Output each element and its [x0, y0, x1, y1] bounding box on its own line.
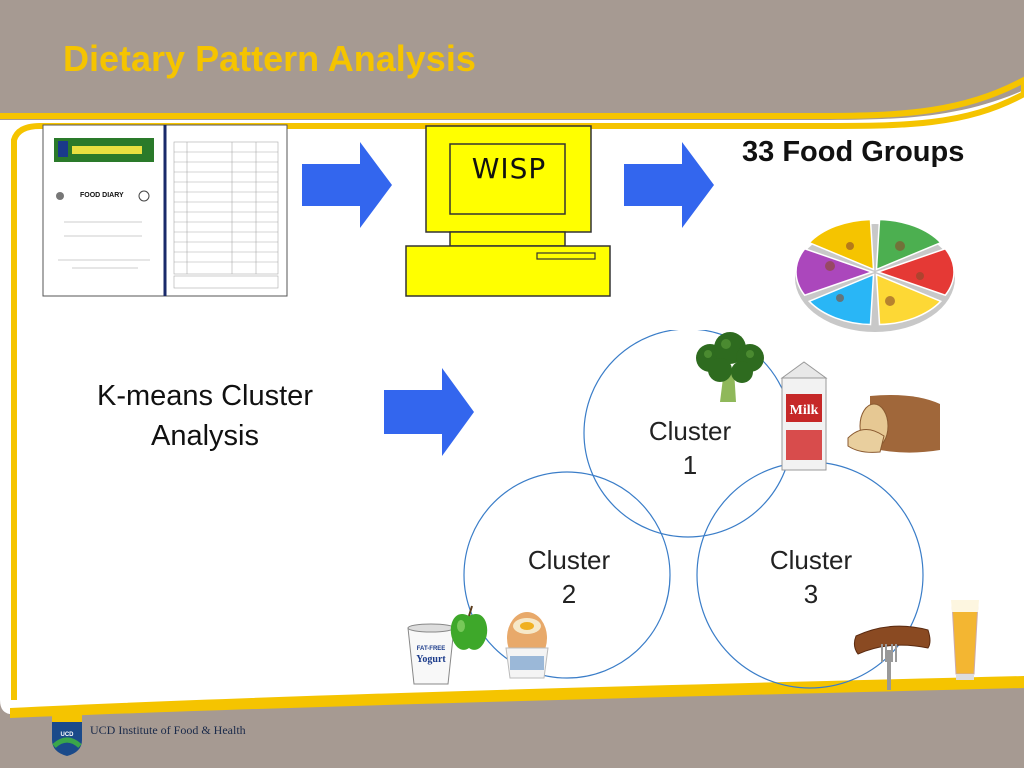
cluster-3-label-line2: 3	[803, 579, 819, 609]
pie-slice	[875, 218, 943, 271]
apple-icon	[450, 605, 488, 650]
pie-slice	[875, 273, 943, 326]
cluster-2-label-line1: Cluster	[527, 545, 611, 575]
food-groups-label: 33 Food Groups	[742, 136, 965, 168]
cluster-1-label-line1: Cluster	[648, 416, 732, 446]
cluster-3-label: Cluster 3	[741, 543, 881, 611]
cluster-2-label: Cluster 2	[499, 543, 639, 611]
cluster-1-label: Cluster 1	[620, 414, 760, 482]
svg-text:Yogurt: Yogurt	[416, 654, 446, 665]
yogurt-icon: FAT-FREE Yogurt	[407, 623, 455, 685]
food-pie-icon	[795, 218, 955, 332]
computer-icon	[405, 125, 611, 297]
slide-title: Dietary Pattern Analysis	[63, 38, 476, 79]
ucd-logo-text: UCD	[61, 732, 75, 738]
kmeans-label: K-means Cluster Analysis	[60, 376, 350, 456]
pie-slice	[807, 218, 875, 271]
kmeans-label-line2: Analysis	[151, 420, 259, 452]
cluster-2-circle	[463, 471, 671, 679]
ucd-logo: UCD	[52, 714, 82, 756]
egg-icon	[505, 612, 549, 679]
food-diary-document	[42, 124, 288, 297]
pie-slice	[875, 247, 955, 297]
footer-institute-name: UCD Institute of Food & Health	[90, 723, 246, 737]
sausage-icon	[853, 625, 931, 690]
cluster-1-label-line2: 1	[682, 450, 698, 480]
cluster-3-label-line1: Cluster	[769, 545, 853, 575]
cluster-2-label-line2: 2	[561, 579, 577, 609]
wisp-label: WISP	[471, 152, 547, 185]
broccoli-icon	[696, 332, 764, 402]
arrow-right-icon	[302, 142, 392, 228]
svg-text:Milk: Milk	[790, 403, 819, 418]
beer-icon	[951, 600, 979, 680]
kmeans-label-line1: K-means Cluster	[97, 380, 313, 412]
svg-text:FAT-FREE: FAT-FREE	[417, 646, 446, 652]
bread-icon	[847, 395, 940, 453]
arrow-right-icon	[624, 142, 714, 228]
milk-carton-icon: Milk	[780, 361, 828, 471]
arrow-right-icon	[384, 368, 474, 456]
diary-title: FOOD DIARY	[80, 192, 124, 199]
pie-slice	[795, 247, 875, 297]
